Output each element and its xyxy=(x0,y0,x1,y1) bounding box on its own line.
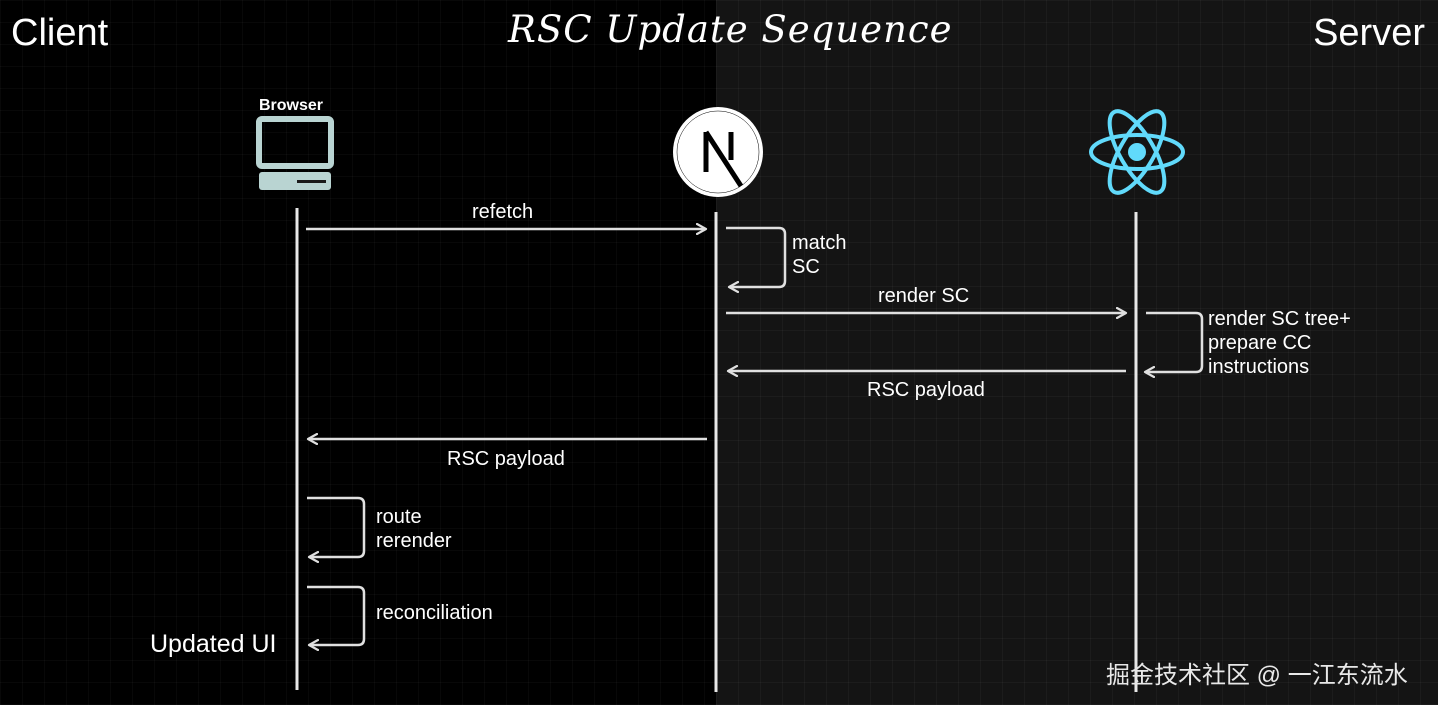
route-rerender-label: route rerender xyxy=(376,506,452,552)
watermark: 掘金技术社区 @ 一江东流水 xyxy=(1106,662,1408,689)
refetch-label: refetch xyxy=(472,201,534,223)
server-label: Server xyxy=(1313,12,1425,54)
match-sc-arrow xyxy=(726,226,787,287)
render-tree-label: render SC tree+ prepare CC instructions xyxy=(1208,308,1351,378)
render-sc-label: render SC xyxy=(878,285,970,307)
route-rerender-arrow xyxy=(307,496,366,557)
page-title: RSC Update Sequence xyxy=(508,8,953,51)
client-label: Client xyxy=(11,12,109,54)
match-sc-label: match SC xyxy=(792,232,847,278)
react-logo xyxy=(1089,109,1185,195)
render-tree-arrow xyxy=(1145,311,1204,372)
nextjs-logo xyxy=(673,107,763,197)
monitor-icon xyxy=(256,116,334,190)
reconciliation-arrow xyxy=(307,585,366,645)
reconciliation-label: reconciliation xyxy=(376,602,493,624)
rsc-payload-client-label: RSC payload xyxy=(447,448,565,470)
updated-ui-label: Updated UI xyxy=(150,630,277,658)
rsc-payload-server-label: RSC payload xyxy=(867,379,985,401)
browser-label: Browser xyxy=(259,97,324,114)
server-background xyxy=(716,0,1438,705)
